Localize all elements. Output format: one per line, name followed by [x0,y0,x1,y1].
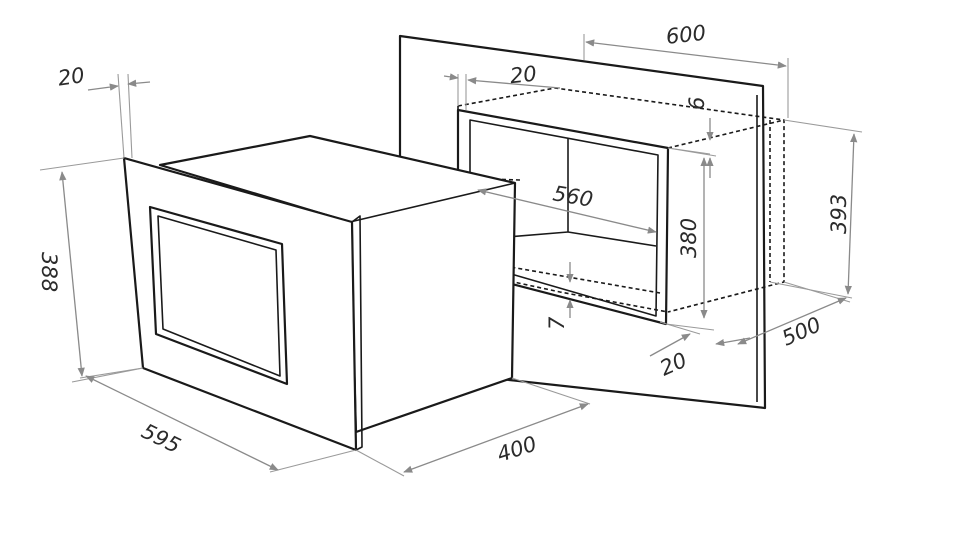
label-cabinet-width: 600 [665,21,707,49]
label-niche-bottom-gap: 7 [545,316,569,330]
dimension-lines [39,34,863,477]
label-oven-height: 388 [37,252,61,292]
label-niche-gap: 6 [685,97,709,110]
label-niche-offset-top: 20 [509,62,538,89]
oven-door-inner [157,215,281,377]
label-niche-height: 380 [677,218,701,258]
niche-floor-right [567,231,657,247]
oven-door-window [148,205,289,386]
label-oven-frame-depth: 20 [56,63,86,90]
label-oven-width: 595 [138,419,185,458]
oven-frame-side [351,215,363,451]
label-cabinet-depth: 500 [778,312,824,350]
label-cabinet-height: 393 [827,194,851,234]
oven [122,134,517,452]
